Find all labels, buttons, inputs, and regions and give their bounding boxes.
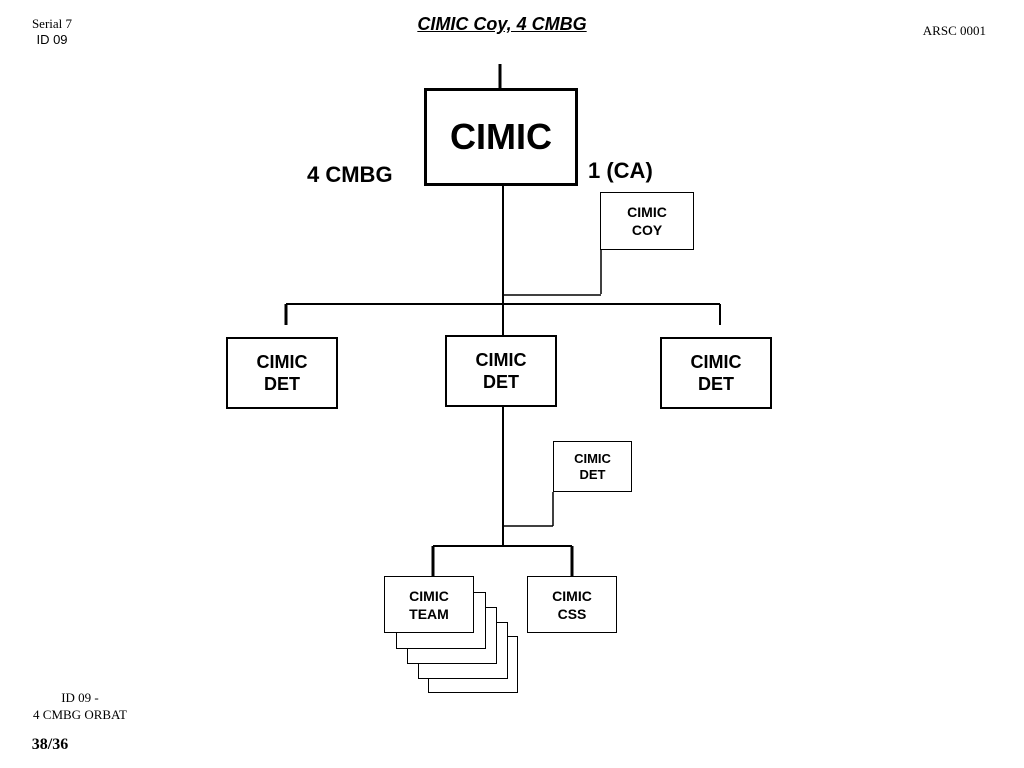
cimic-det-attached-box: CIMIC DET (553, 441, 632, 492)
css-line2: CSS (557, 605, 587, 622)
cimic-main-label: CIMIC (450, 116, 552, 157)
cimic-det-box-right: CIMIC DET (660, 337, 772, 409)
cimic-main-box: CIMIC (424, 88, 578, 186)
reference-code: ARSC 0001 (922, 23, 986, 38)
cimic-det-box-left: CIMIC DET (226, 337, 338, 409)
css-line1: CIMIC (552, 587, 592, 604)
attached-det-line1: CIMIC (574, 450, 611, 466)
team-line2: TEAM (409, 605, 449, 622)
cimic-coy-line2: COY (631, 222, 663, 238)
det-left-line2: DET (264, 374, 300, 394)
attached-det-line2: DET (579, 466, 606, 482)
cimic-det-box-middle: CIMIC DET (445, 335, 557, 407)
cimic-coy-box: CIMIC COY (600, 192, 694, 250)
team-line1: CIMIC (409, 587, 449, 604)
serial-number: Serial 7 (31, 16, 73, 31)
det-mid-line1: CIMIC (475, 350, 527, 370)
footer-id-line1: ID 09 - (61, 690, 99, 705)
footer-id-line2: 4 CMBG ORBAT (33, 707, 127, 722)
footer-id: ID 09 - 4 CMBG ORBAT (20, 689, 140, 723)
serial-id: ID 09 (36, 32, 68, 47)
cimic-css-box: CIMIC CSS (527, 576, 617, 633)
cimic-team-box: CIMIC TEAM (384, 576, 474, 633)
cimic-coy-line1: CIMIC (627, 204, 667, 220)
det-mid-line2: DET (483, 372, 519, 392)
page-title: CIMIC Coy, 4 CMBG (417, 14, 587, 34)
det-right-line1: CIMIC (690, 352, 742, 372)
det-right-line2: DET (698, 374, 734, 394)
parent-label-1ca: 1 (CA) (588, 158, 653, 183)
page-number: 38/36 (31, 736, 69, 753)
det-left-line1: CIMIC (256, 352, 308, 372)
parent-label-4cmbg: 4 CMBG (307, 162, 393, 187)
serial-header: Serial 7 ID 09 (20, 16, 84, 48)
